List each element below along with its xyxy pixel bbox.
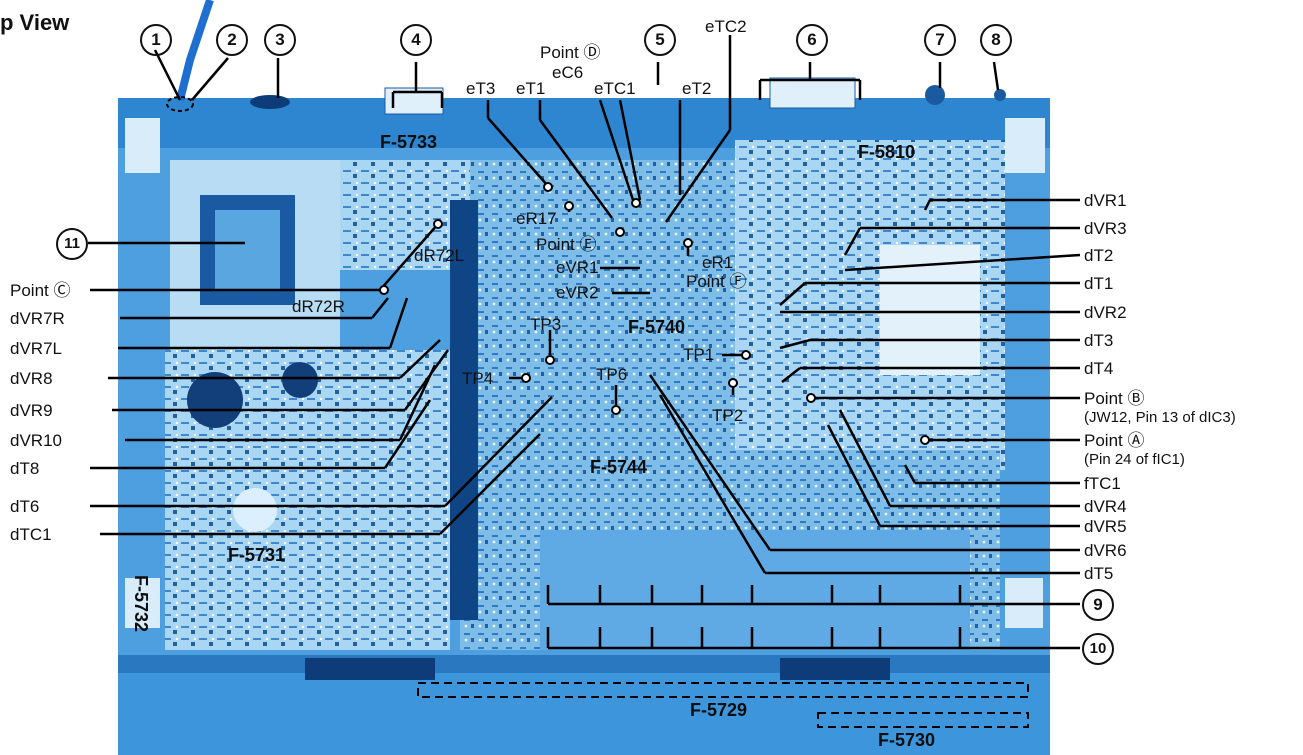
label-dVR5: dVR5: [1084, 517, 1127, 536]
label-eR1: eR1: [702, 253, 734, 272]
label-TP3: TP3: [530, 315, 562, 334]
callout-11: 11: [56, 228, 88, 260]
label-pointF: Point Ⓕ: [686, 272, 747, 291]
label-dT2: dT2: [1084, 246, 1114, 265]
board-f5733: [340, 160, 470, 270]
label-eC6: eC6: [552, 63, 584, 82]
label-eR17: eR17: [516, 209, 557, 228]
board-label-f5732: F-5732: [131, 575, 151, 633]
label-eT1: eT1: [516, 79, 546, 98]
page-title: p View: [0, 10, 70, 35]
callout-3: 3: [264, 24, 296, 56]
label-eVR1: eVR1: [556, 258, 599, 277]
board-label-f5744: F-5744: [590, 457, 648, 477]
callout-10: 10: [1082, 633, 1114, 665]
label-dT1: dT1: [1084, 274, 1114, 293]
label-pointB-note: (JW12, Pin 13 of dIC3): [1084, 409, 1236, 426]
label-dT6: dT6: [10, 497, 40, 516]
f5729-outline: [417, 682, 1029, 698]
label-pointD: Point Ⓓ: [540, 43, 601, 62]
label-dVR9: dVR9: [10, 401, 53, 420]
label-eVR2: eVR2: [556, 283, 599, 302]
label-dT5: dT5: [1084, 564, 1114, 583]
test-points: [379, 182, 930, 445]
callout-9: 9: [1082, 589, 1114, 621]
callout-2: 2: [216, 24, 248, 56]
callout-8: 8: [980, 24, 1012, 56]
label-TP1: TP1: [683, 345, 715, 364]
callout-7: 7: [924, 24, 956, 56]
label-dR72L: dR72L: [414, 246, 465, 265]
label-pointE: Point Ⓔ: [536, 235, 597, 254]
callout-4: 4: [400, 24, 432, 56]
label-dVR3: dVR3: [1084, 219, 1127, 238]
label-dVR8: dVR8: [10, 369, 53, 388]
label-dVR10: dVR10: [10, 431, 62, 450]
label-dR72R: dR72R: [292, 297, 345, 316]
board-label-f5733: F-5733: [380, 132, 438, 152]
board-label-f5740: F-5740: [628, 317, 686, 337]
label-dVR1: dVR1: [1084, 191, 1127, 210]
board-label-f5810: F-5810: [858, 142, 916, 162]
label-TP6: TP6: [596, 365, 628, 384]
label-dTC1: dTC1: [10, 525, 52, 544]
label-eTC2: eTC2: [705, 17, 747, 36]
label-eT2: eT2: [682, 79, 712, 98]
label-TP4: TP4: [462, 369, 494, 388]
label-pointA: Point Ⓐ: [1084, 431, 1145, 450]
label-eT3: eT3: [466, 79, 496, 98]
label-eTC1: eTC1: [594, 79, 636, 98]
label-pointC: Point Ⓒ: [10, 281, 71, 300]
board-label-f5731: F-5731: [228, 545, 286, 565]
label-TP2: TP2: [712, 406, 744, 425]
label-dVR4: dVR4: [1084, 497, 1127, 516]
callout-1: 1: [140, 24, 172, 56]
board-label-f5730: F-5730: [878, 730, 936, 750]
callout-6: 6: [796, 24, 828, 56]
label-dT4: dT4: [1084, 359, 1114, 378]
callout-5: 5: [644, 24, 676, 56]
label-dT8: dT8: [10, 459, 40, 478]
label-dVR2: dVR2: [1084, 303, 1127, 322]
label-dVR7R: dVR7R: [10, 309, 65, 328]
label-pointA-note: (Pin 24 of fIC1): [1084, 451, 1185, 468]
leader-lines: [88, 35, 1081, 650]
label-fTC1: fTC1: [1084, 474, 1121, 493]
label-pointB: Point Ⓑ: [1084, 389, 1145, 408]
label-dVR7L: dVR7L: [10, 339, 62, 358]
label-dT3: dT3: [1084, 331, 1114, 350]
f5730-outline: [817, 712, 1029, 728]
label-dVR6: dVR6: [1084, 541, 1127, 560]
board-label-f5729: F-5729: [690, 700, 748, 720]
